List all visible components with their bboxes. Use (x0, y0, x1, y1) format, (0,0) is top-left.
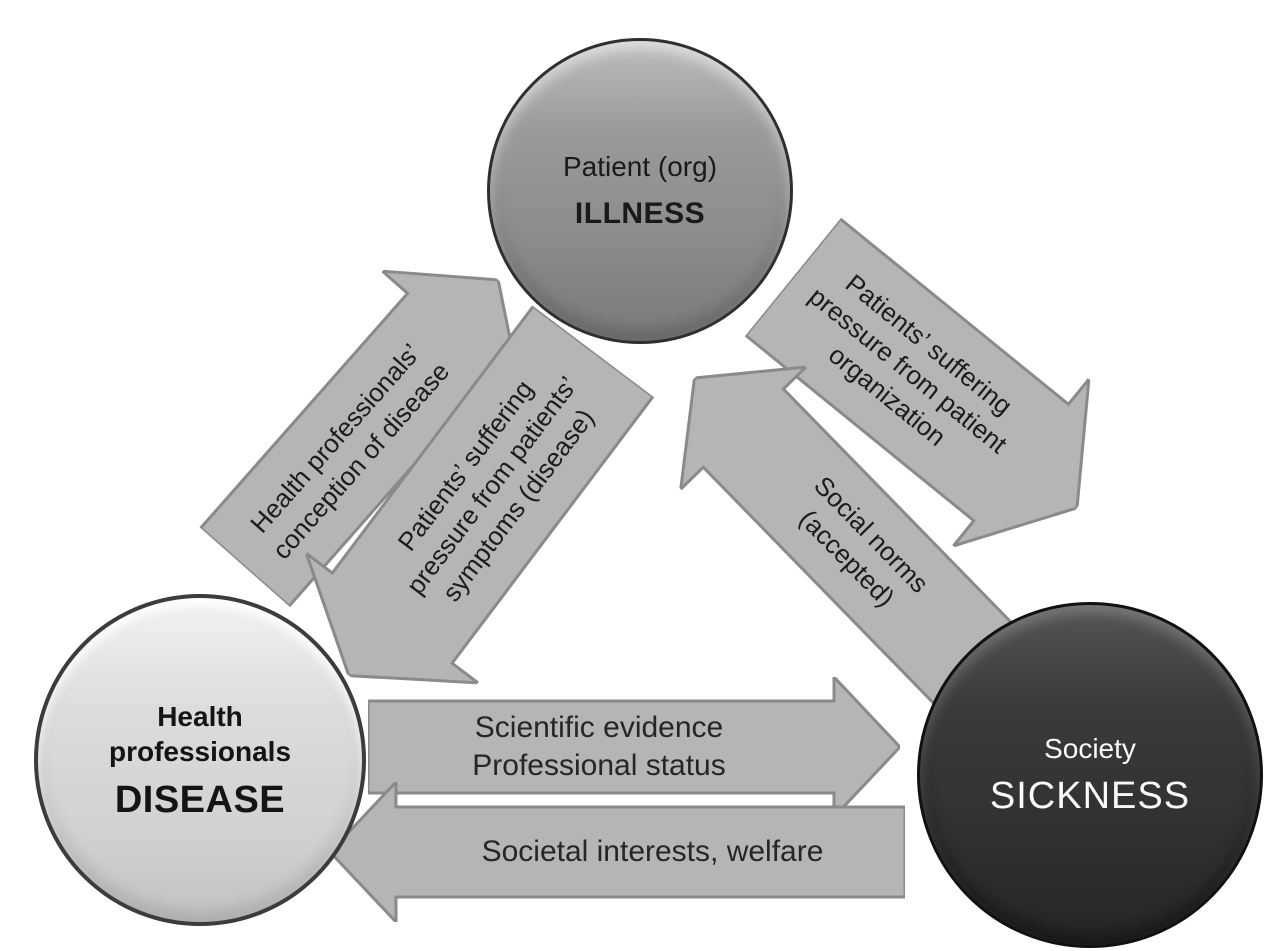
node-patient: Patient (org) ILLNESS (487, 38, 793, 344)
label-line: Societal interests, welfare (481, 834, 824, 868)
arrow-shape (330, 782, 905, 922)
arrow-society-to-patient: Social norms (accepted) (632, 317, 1037, 726)
node-patient-title: Patient (org) (562, 151, 718, 182)
label-line: Scientific evidence (474, 710, 724, 744)
arrow-shape (303, 304, 656, 685)
node-hp-keyword: DISEASE (114, 778, 286, 821)
arrow-shape (743, 216, 1091, 549)
node-society: Society SICKNESS (917, 602, 1263, 948)
label-line: Professional status (472, 749, 726, 782)
arrow-hp-to-society: Scientific evidence Professional status (368, 677, 900, 817)
arrow-patient-to-society: Patients’ suffering pressure from patien… (725, 194, 1145, 592)
arrow-hp-to-society-label: Scientific evidence Professional status (368, 677, 900, 817)
node-hp-title: Health professionals (109, 699, 291, 769)
arrow-shape (368, 677, 900, 817)
node-society-keyword: SICKNESS (989, 774, 1191, 817)
arrow-society-to-hp: Societal interests, welfare (330, 782, 905, 922)
label-line: Health (157, 700, 243, 732)
arrow-shape (678, 365, 1017, 707)
label-line: professionals (108, 735, 292, 767)
node-society-title: Society (1044, 732, 1136, 764)
arrow-society-to-hp-label: Societal interests, welfare (330, 782, 905, 922)
arrow-patient-to-hp: Patients’ suffering pressure from patien… (263, 287, 679, 741)
node-patient-keyword: ILLNESS (574, 197, 706, 230)
node-health-professionals: Health professionals DISEASE (34, 594, 366, 926)
